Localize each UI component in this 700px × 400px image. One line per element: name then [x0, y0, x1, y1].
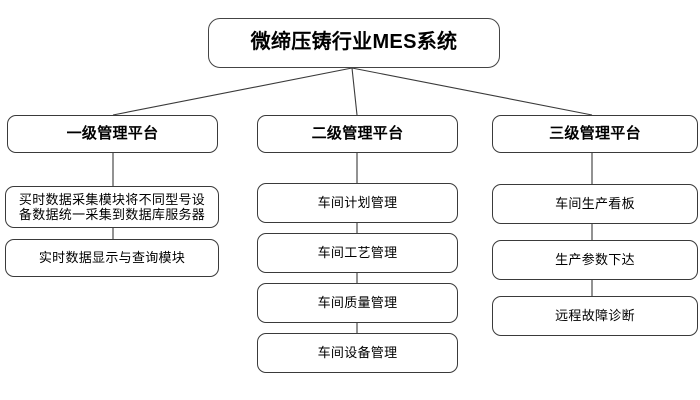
- branch-header-level-3[interactable]: 三级管理平台: [492, 115, 698, 153]
- leaf-node-label: 实时数据显示与查询模块: [38, 250, 186, 266]
- leaf-node-level-2-item-4[interactable]: 车间设备管理: [257, 333, 458, 373]
- leaf-node-level-3-item-1[interactable]: 车间生产看板: [492, 184, 698, 224]
- leaf-node-level-1-item-2[interactable]: 实时数据显示与查询模块: [5, 239, 219, 277]
- leaf-node-level-2-item-1[interactable]: 车间计划管理: [257, 183, 458, 223]
- branch-header-label: 一级管理平台: [66, 125, 159, 143]
- root-node-mes-system[interactable]: 微缔压铸行业MES系统: [208, 18, 500, 68]
- leaf-node-label: 车间工艺管理: [317, 245, 398, 261]
- branch-header-label: 二级管理平台: [311, 125, 404, 143]
- leaf-node-level-2-item-3[interactable]: 车间质量管理: [257, 283, 458, 323]
- leaf-node-label: 车间计划管理: [317, 195, 398, 211]
- leaf-node-label: 生产参数下达: [555, 252, 635, 268]
- leaf-node-level-3-item-2[interactable]: 生产参数下达: [492, 240, 698, 280]
- branch-header-level-2[interactable]: 二级管理平台: [257, 115, 458, 153]
- leaf-node-level-1-item-1[interactable]: 买时数据采集模块将不同型号设 备数据统一采集到数据库服务器: [5, 186, 219, 228]
- branch-header-label: 三级管理平台: [549, 125, 641, 143]
- root-node-label: 微缔压铸行业MES系统: [250, 31, 458, 54]
- leaf-node-label: 远程故障诊断: [555, 308, 635, 324]
- leaf-node-label: 车间质量管理: [317, 295, 398, 311]
- branch-header-level-1[interactable]: 一级管理平台: [7, 115, 218, 153]
- leaf-node-label: 车间设备管理: [317, 345, 398, 361]
- leaf-node-level-2-item-2[interactable]: 车间工艺管理: [257, 233, 458, 273]
- leaf-node-label: 买时数据采集模块将不同型号设 备数据统一采集到数据库服务器: [18, 191, 206, 222]
- leaf-node-level-3-item-3[interactable]: 远程故障诊断: [492, 296, 698, 336]
- leaf-node-label: 车间生产看板: [555, 196, 635, 212]
